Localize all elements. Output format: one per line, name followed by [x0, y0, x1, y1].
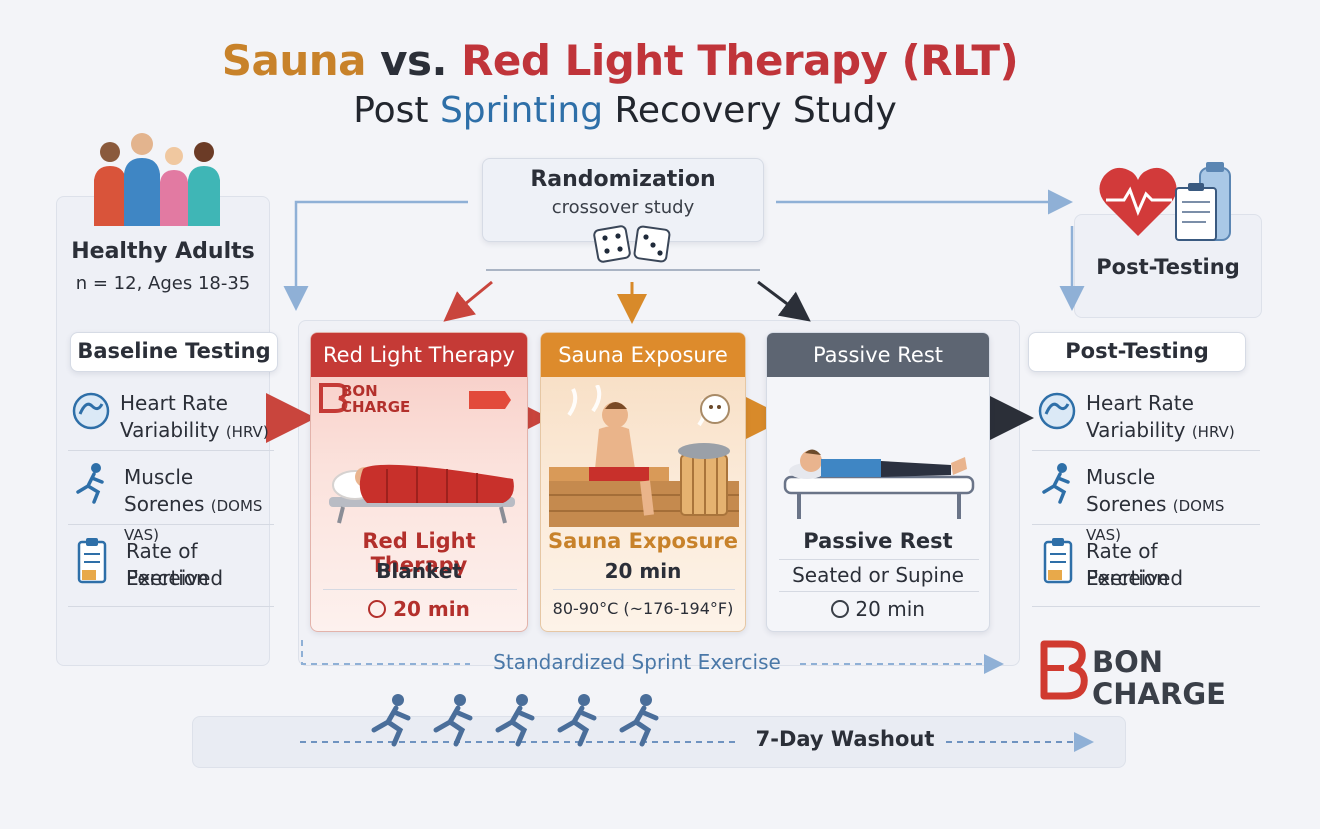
post-hrv-line2: Variability — [1086, 418, 1186, 442]
sauna-person-icon — [549, 385, 739, 527]
randomization-box: Randomization crossover study — [482, 158, 764, 242]
logo-line2: CHARGE — [1092, 677, 1226, 711]
randomization-label: Randomization — [530, 167, 716, 192]
title-line-1: Sauna vs. Red Light Therapy (RLT) — [0, 36, 1240, 85]
rest-time: 20 min — [855, 597, 925, 621]
people-group-icon — [94, 133, 220, 226]
hrv-icon — [1038, 392, 1076, 430]
rlt-card: Red Light Therapy BON CHARGE Red Light T… — [310, 332, 528, 632]
title-sauna: Sauna — [221, 36, 367, 85]
rest-header: Passive Rest — [767, 333, 989, 377]
baseline-doms-tag: (DOMS VAS) — [124, 497, 263, 544]
post-testing-top-label: Post-Testing — [1096, 255, 1240, 279]
rest-time-row: 20 min — [767, 597, 989, 621]
post-rpe-line1: Rate of Perceived — [1086, 539, 1184, 590]
sauna-temp: 80-90°C (~176-194°F) — [552, 599, 734, 618]
rest-name1: Passive Rest — [803, 529, 953, 553]
sauna-card: Sauna Exposure Sauna Exposure 20 min 80-… — [540, 332, 746, 632]
post-hrv-line1: Heart Rate — [1086, 391, 1194, 415]
baseline-metrics: Heart Rate Variability (HRV) Muscle Sore… — [64, 384, 274, 607]
sprinters-icon — [371, 694, 659, 747]
participants-detail: n = 12, Ages 18-35 — [75, 273, 251, 294]
red-light-blanket-icon — [329, 464, 515, 524]
bon-charge-logo-icon — [1040, 640, 1088, 700]
rlt-device-badge-icon — [469, 391, 511, 409]
post-rpe-line2: Exertion — [1086, 566, 1169, 590]
rlt-time-row: 20 min — [311, 597, 527, 621]
rest-name2: Seated or Supine — [792, 563, 964, 587]
post-title: Post-Testing — [1065, 339, 1209, 363]
heart-clipboard-icon — [1099, 162, 1231, 241]
sauna-name1: Sauna Exposure — [547, 529, 739, 553]
title-rlt: Red Light Therapy (RLT) — [461, 36, 1019, 85]
post-doms-line1: Muscle — [1086, 465, 1156, 489]
baseline-title: Baseline Testing — [77, 339, 271, 363]
bon-charge-logo-icon — [319, 383, 348, 413]
baseline-title-box: Baseline Testing — [70, 332, 278, 372]
baseline-doms-line2: Sorenes — [124, 492, 205, 516]
rest-card: Passive Rest Passive Rest Seated or Supi… — [766, 332, 990, 632]
clock-icon — [368, 600, 387, 618]
resting-person-icon — [783, 449, 975, 519]
baseline-hrv-line1: Heart Rate — [120, 391, 228, 415]
title-vs: vs. — [365, 36, 462, 85]
rlt-brand-line1: BON — [341, 382, 378, 400]
rlt-brand: BON CHARGE — [341, 383, 410, 415]
dice-icon — [593, 225, 671, 263]
post-title-box: Post-Testing — [1028, 332, 1246, 372]
logo-line1: BON — [1092, 645, 1164, 679]
rlt-time: 20 min — [393, 597, 470, 621]
clipboard-icon — [77, 538, 107, 584]
baseline-hrv-tag: (HRV) — [225, 423, 269, 441]
sprint-label: Standardized Sprint Exercise — [493, 650, 781, 674]
washout-label: 7-Day Washout — [755, 727, 935, 751]
bon-charge-logo-text: BON CHARGE — [1092, 646, 1226, 710]
baseline-hrv-line2: Variability — [120, 418, 220, 442]
sauna-header: Sauna Exposure — [541, 333, 745, 377]
title-recovery-study: Recovery Study — [603, 90, 897, 131]
rlt-header: Red Light Therapy — [311, 333, 527, 377]
baseline-doms-line1: Muscle — [124, 465, 194, 489]
baseline-rpe-line1: Rate of Perceived — [126, 539, 224, 590]
post-hrv-tag: (HRV) — [1191, 423, 1235, 441]
participants-label: Healthy Adults — [71, 239, 255, 264]
sauna-name2: 20 min — [604, 559, 682, 583]
clock-icon — [831, 600, 850, 618]
title-post: Post — [353, 90, 440, 131]
post-metrics: Heart Rate Variability (HRV) Muscle Sore… — [1032, 384, 1260, 614]
rlt-brand-line2: CHARGE — [341, 398, 411, 416]
baseline-rpe-line2: Exertion — [126, 566, 209, 590]
title-line-2: Post Sprinting Recovery Study — [0, 90, 1250, 131]
hrv-icon — [72, 392, 110, 430]
title-sprinting: Sprinting — [439, 90, 604, 131]
clipboard-icon — [1043, 538, 1073, 584]
post-doms-tag: (DOMS VAS) — [1086, 497, 1225, 544]
rlt-name2: Blanket — [376, 559, 462, 583]
randomization-sub: crossover study — [551, 197, 695, 218]
runner-icon — [1042, 463, 1070, 504]
runner-icon — [76, 463, 104, 504]
post-doms-line2: Sorenes — [1086, 492, 1167, 516]
rlt-name1: Red Light Therapy — [362, 529, 476, 577]
left-column-panel — [56, 196, 270, 666]
